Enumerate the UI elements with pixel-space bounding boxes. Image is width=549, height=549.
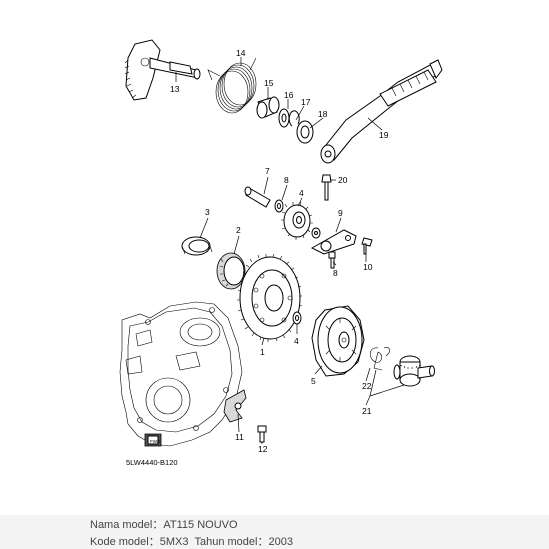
model-name-value: AT115 NOUVO xyxy=(163,519,238,531)
part-12-bolt xyxy=(257,425,267,443)
part-label-18: 18 xyxy=(318,109,328,119)
part-label-4-upper: 4 xyxy=(299,188,304,198)
part-10-bolts xyxy=(328,237,373,269)
part-label-5: 5 xyxy=(311,376,316,386)
part-label-10: 10 xyxy=(363,262,373,272)
model-name-label: Nama model： xyxy=(90,519,164,531)
part-label-22: 22 xyxy=(362,381,372,391)
part-label-20: 20 xyxy=(338,175,348,185)
part-number-labels: 1 2 3 4 4 5 7 8 8 9 10 11 12 13 14 15 16… xyxy=(126,48,389,467)
part-label-12: 12 xyxy=(258,444,268,454)
part-label-14: 14 xyxy=(236,48,246,58)
part-4-washer-lower xyxy=(292,311,302,325)
part-9-plate xyxy=(310,229,357,255)
part-14-torsion-spring xyxy=(207,57,257,114)
part-11-bracket xyxy=(223,389,247,423)
part-label-11: 11 xyxy=(235,432,244,442)
fwd-arrow-icon: FWD xyxy=(144,433,162,447)
part-label-4-lower: 4 xyxy=(294,336,299,346)
part-17-circlip xyxy=(288,110,300,127)
part-19-kick-crank xyxy=(320,59,443,164)
part-label-15: 15 xyxy=(264,78,274,88)
part-label-1: 1 xyxy=(260,347,265,357)
part-label-8-lower: 8 xyxy=(333,268,338,278)
model-code-value: 5MX3 xyxy=(159,536,189,548)
leader-lines xyxy=(175,57,405,444)
exploded-parts-diagram: FWD 1 2 3 4 4 5 7 8 xyxy=(119,39,443,467)
part-label-3: 3 xyxy=(205,207,210,217)
part-2-needle-bearing xyxy=(216,252,246,290)
model-code-label: Kode model： xyxy=(90,536,160,548)
diagram-reference-code: 5LW4440-B120 xyxy=(126,458,178,467)
part-4-washer-upper xyxy=(311,227,321,239)
model-info-panel: Nama model：AT115 NOUVO Kode model：5MX3 Ta… xyxy=(0,515,549,549)
part-21-gear-assembly xyxy=(393,355,435,387)
part-6-idle-gear xyxy=(281,201,313,240)
fwd-mark: FWD xyxy=(150,439,161,444)
model-year-value: 2003 xyxy=(268,536,293,548)
model-year-label: Tahun model： xyxy=(194,536,269,548)
part-13-kick-shaft xyxy=(124,39,201,101)
part-18-oil-seal xyxy=(296,120,314,144)
part-label-17: 17 xyxy=(301,97,311,107)
part-label-2: 2 xyxy=(236,225,241,235)
model-code-row: Kode model：5MX3 Tahun model：2003 xyxy=(90,533,293,549)
part-label-21: 21 xyxy=(362,406,372,416)
part-8-washer xyxy=(274,199,284,213)
model-name-row: Nama model：AT115 NOUVO xyxy=(90,516,238,532)
part-1-large-gear xyxy=(237,253,303,342)
part-15-collar xyxy=(256,96,280,119)
part-label-9: 9 xyxy=(338,208,343,218)
part-label-7: 7 xyxy=(265,166,270,176)
part-label-16: 16 xyxy=(284,90,294,100)
part-label-19: 19 xyxy=(379,130,389,140)
crankcase-outline xyxy=(119,301,243,447)
part-label-8-upper: 8 xyxy=(284,175,289,185)
part-7-shaft xyxy=(244,186,271,208)
part-20-bolt xyxy=(321,174,332,201)
part-3-ring xyxy=(181,236,213,256)
part-16-washer xyxy=(278,108,290,128)
part-5-starter-drum xyxy=(311,305,365,377)
part-22-spring-clip xyxy=(369,347,390,371)
part-label-13: 13 xyxy=(170,84,180,94)
